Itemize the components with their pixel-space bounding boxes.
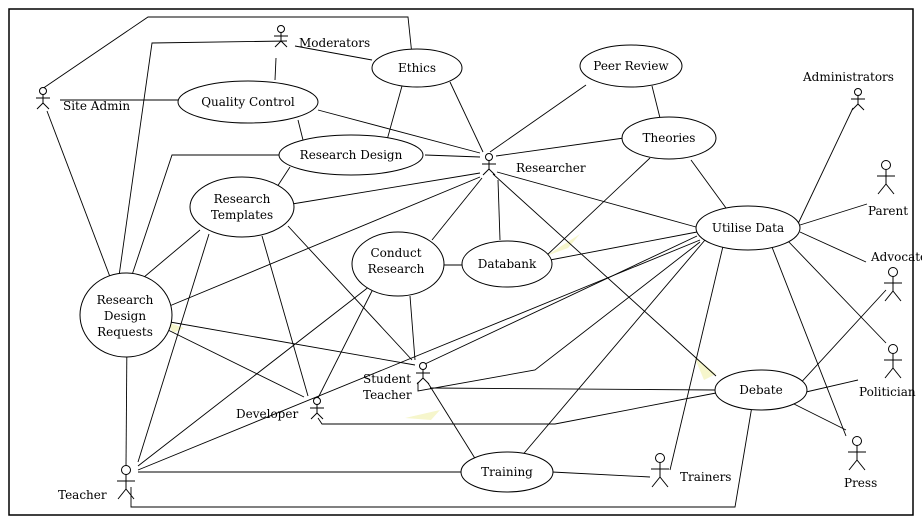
use-case-debate[interactable]: Debate: [714, 369, 808, 411]
highlight-wedges: [167, 234, 716, 420]
actor-teacher-label: Teacher: [58, 488, 107, 502]
actor-student-teacher-label-2: Teacher: [363, 388, 412, 402]
use-case-research-templates-label-2: Templates: [211, 208, 273, 222]
association-lines: [41, 16, 887, 508]
actor-politician-label: Politician: [859, 385, 916, 399]
use-case-conduct-research-label-1: Conduct: [370, 246, 421, 260]
use-case-theories-label: Theories: [643, 131, 696, 145]
use-case-research-templates-label-1: Research: [214, 192, 271, 206]
use-case-research-design[interactable]: Research Design: [278, 134, 424, 176]
use-case-training-label: Training: [481, 465, 533, 479]
use-case-training[interactable]: Training: [460, 451, 554, 493]
actor-teacher-icon[interactable]: [117, 465, 135, 500]
use-case-research-design-label: Research Design: [300, 148, 403, 162]
use-case-ethics[interactable]: Ethics: [371, 48, 463, 88]
actor-student-teacher-icon[interactable]: [416, 362, 430, 385]
use-case-utilise-data-label: Utilise Data: [712, 221, 784, 235]
use-case-quality-control-label: Quality Control: [201, 95, 295, 109]
use-case-databank-label: Databank: [478, 257, 537, 271]
actor-advocate-icon[interactable]: [884, 267, 902, 302]
diagram-frame: [8, 8, 914, 516]
actor-administrators-label: Administrators: [802, 70, 894, 84]
actor-press-icon[interactable]: [848, 436, 866, 471]
use-case-research-design-requests[interactable]: Research Design Requests: [79, 272, 173, 358]
actor-trainers-label: Trainers: [680, 470, 731, 484]
use-case-peer-review[interactable]: Peer Review: [579, 44, 683, 88]
actor-moderators-icon[interactable]: [274, 25, 288, 48]
actor-politician-icon[interactable]: [884, 344, 902, 379]
actor-parent-icon[interactable]: [877, 160, 895, 195]
actor-researcher-label: Researcher: [516, 161, 586, 175]
use-case-quality-control[interactable]: Quality Control: [177, 80, 319, 124]
actor-parent-label: Parent: [868, 204, 908, 218]
use-case-research-templates[interactable]: Research Templates: [189, 176, 295, 238]
actor-researcher-icon[interactable]: [482, 153, 496, 176]
actor-site-admin-label: Site Admin: [63, 99, 130, 113]
use-case-conduct-research-label-2: Research: [368, 262, 425, 276]
use-case-utilise-data[interactable]: Utilise Data: [695, 205, 801, 251]
actor-press-label: Press: [844, 476, 877, 490]
use-case-peer-review-label: Peer Review: [593, 59, 669, 73]
use-case-databank[interactable]: Databank: [461, 240, 553, 288]
actor-administrators-icon[interactable]: [851, 88, 865, 111]
actor-site-admin-icon[interactable]: [36, 87, 50, 110]
use-case-theories[interactable]: Theories: [621, 116, 717, 160]
actor-moderators-label: Moderators: [299, 36, 370, 50]
use-case-research-design-requests-label-3: Requests: [97, 325, 153, 339]
actor-developer-label: Developer: [236, 407, 298, 421]
actor-advocate-label: Advocate: [870, 250, 922, 264]
actor-student-teacher-label-1: Student: [363, 372, 411, 386]
use-case-debate-label: Debate: [739, 383, 782, 397]
use-case-research-design-requests-label-1: Research: [97, 293, 154, 307]
use-case-conduct-research[interactable]: Conduct Research: [351, 231, 445, 297]
actor-trainers-icon[interactable]: [651, 453, 669, 488]
use-case-ethics-label: Ethics: [398, 61, 436, 75]
actor-developer-icon[interactable]: [310, 397, 324, 420]
use-case-research-design-requests-label-2: Design: [104, 309, 146, 323]
